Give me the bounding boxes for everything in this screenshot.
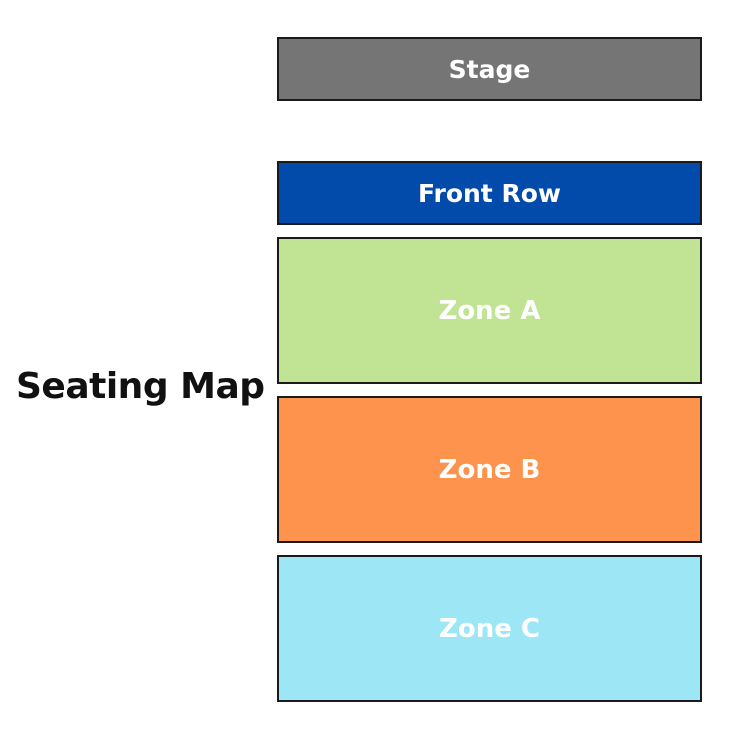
zone-a-section[interactable]: Zone A	[277, 237, 702, 384]
seating-map-title: Seating Map	[16, 366, 265, 407]
front-row-label: Front Row	[418, 178, 561, 208]
zone-c-label: Zone C	[439, 613, 540, 644]
zone-b-label: Zone B	[438, 454, 541, 485]
zone-b-section[interactable]: Zone B	[277, 396, 702, 543]
zone-c-section[interactable]: Zone C	[277, 555, 702, 702]
stage-block: Stage	[277, 37, 702, 101]
front-row-section[interactable]: Front Row	[277, 161, 702, 225]
stage-label: Stage	[448, 54, 531, 84]
zone-a-label: Zone A	[438, 295, 541, 326]
